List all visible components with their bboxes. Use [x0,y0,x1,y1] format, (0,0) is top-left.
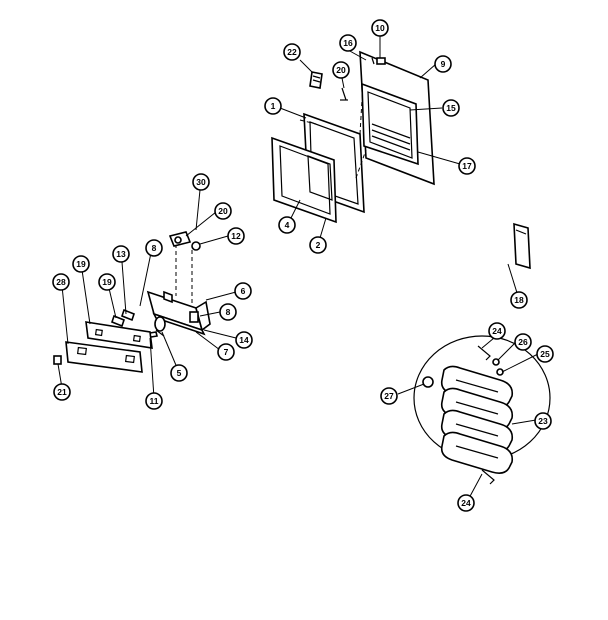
dispenser-recess [361,82,419,166]
svg-text:28: 28 [56,277,66,287]
svg-text:15: 15 [446,103,456,113]
frame [271,136,337,224]
svg-text:12: 12 [231,231,241,241]
svg-text:17: 17 [462,161,472,171]
callout-9: 9 [434,55,452,73]
svg-text:23: 23 [538,416,548,426]
svg-text:25: 25 [540,349,550,359]
svg-text:1: 1 [271,101,276,111]
svg-text:30: 30 [196,177,206,187]
svg-text:8: 8 [226,307,231,317]
svg-text:19: 19 [76,259,86,269]
callout-4: 4 [278,216,296,234]
svg-text:11: 11 [150,396,159,406]
svg-text:22: 22 [287,47,297,57]
svg-text:19: 19 [102,277,112,287]
nut [53,355,62,365]
screw [340,87,348,101]
callout-7: 7 [217,343,235,361]
svg-text:6: 6 [241,286,246,296]
small-bracket [111,308,135,328]
svg-text:27: 27 [384,391,394,401]
callout-19: 19 [98,273,116,291]
dispenser-bracket [146,290,211,336]
svg-text:2: 2 [316,240,321,250]
clip [376,57,386,65]
callout-22: 22 [283,43,301,61]
callout-1: 1 [264,97,282,115]
svg-text:8: 8 [152,243,157,253]
callout-24: 24 [457,494,475,512]
callout-27: 27 [380,387,398,405]
callout-13: 13 [112,245,130,263]
callout-15: 15 [442,99,460,117]
callout-26: 26 [514,333,532,351]
callout-8: 8 [219,303,237,321]
switch [168,231,201,251]
actuator [154,316,166,337]
actuator-pad [309,71,323,89]
callout-20: 20 [332,61,350,79]
callout-19: 19 [72,255,90,273]
callout-21: 21 [53,383,71,401]
callout-6: 6 [234,282,252,300]
trim-bar [85,321,153,349]
ice-tray [413,335,551,474]
svg-text:20: 20 [336,65,346,75]
face-plate [65,341,143,373]
callout-30: 30 [192,173,210,191]
svg-text:5: 5 [177,368,182,378]
callout-11: 11 [145,392,163,410]
pin [492,358,504,376]
callout-24: 24 [488,322,506,340]
svg-text:16: 16 [343,38,353,48]
svg-text:10: 10 [375,23,385,33]
callout-10: 10 [371,19,389,37]
callout-8: 8 [145,239,163,257]
svg-text:7: 7 [224,347,229,357]
callout-20: 20 [214,202,232,220]
svg-text:9: 9 [441,59,446,69]
svg-text:24: 24 [492,326,502,336]
clip [477,345,491,361]
svg-text:18: 18 [514,295,524,305]
callout-2: 2 [309,236,327,254]
callout-12: 12 [227,227,245,245]
callout-23: 23 [534,412,552,430]
callout-28: 28 [52,273,70,291]
svg-text:14: 14 [239,335,249,345]
clip [481,469,495,485]
callout-17: 17 [458,157,476,175]
svg-text:4: 4 [285,220,290,230]
callout-5: 5 [170,364,188,382]
knob [422,376,434,388]
svg-text:21: 21 [57,387,67,397]
callout-18: 18 [510,291,528,309]
callout-14: 14 [235,331,253,349]
callout-25: 25 [536,345,554,363]
svg-text:26: 26 [518,337,528,347]
svg-text:20: 20 [218,206,228,216]
svg-text:24: 24 [461,498,471,508]
cover-plate [513,222,531,270]
svg-text:13: 13 [116,249,126,259]
callout-16: 16 [339,34,357,52]
